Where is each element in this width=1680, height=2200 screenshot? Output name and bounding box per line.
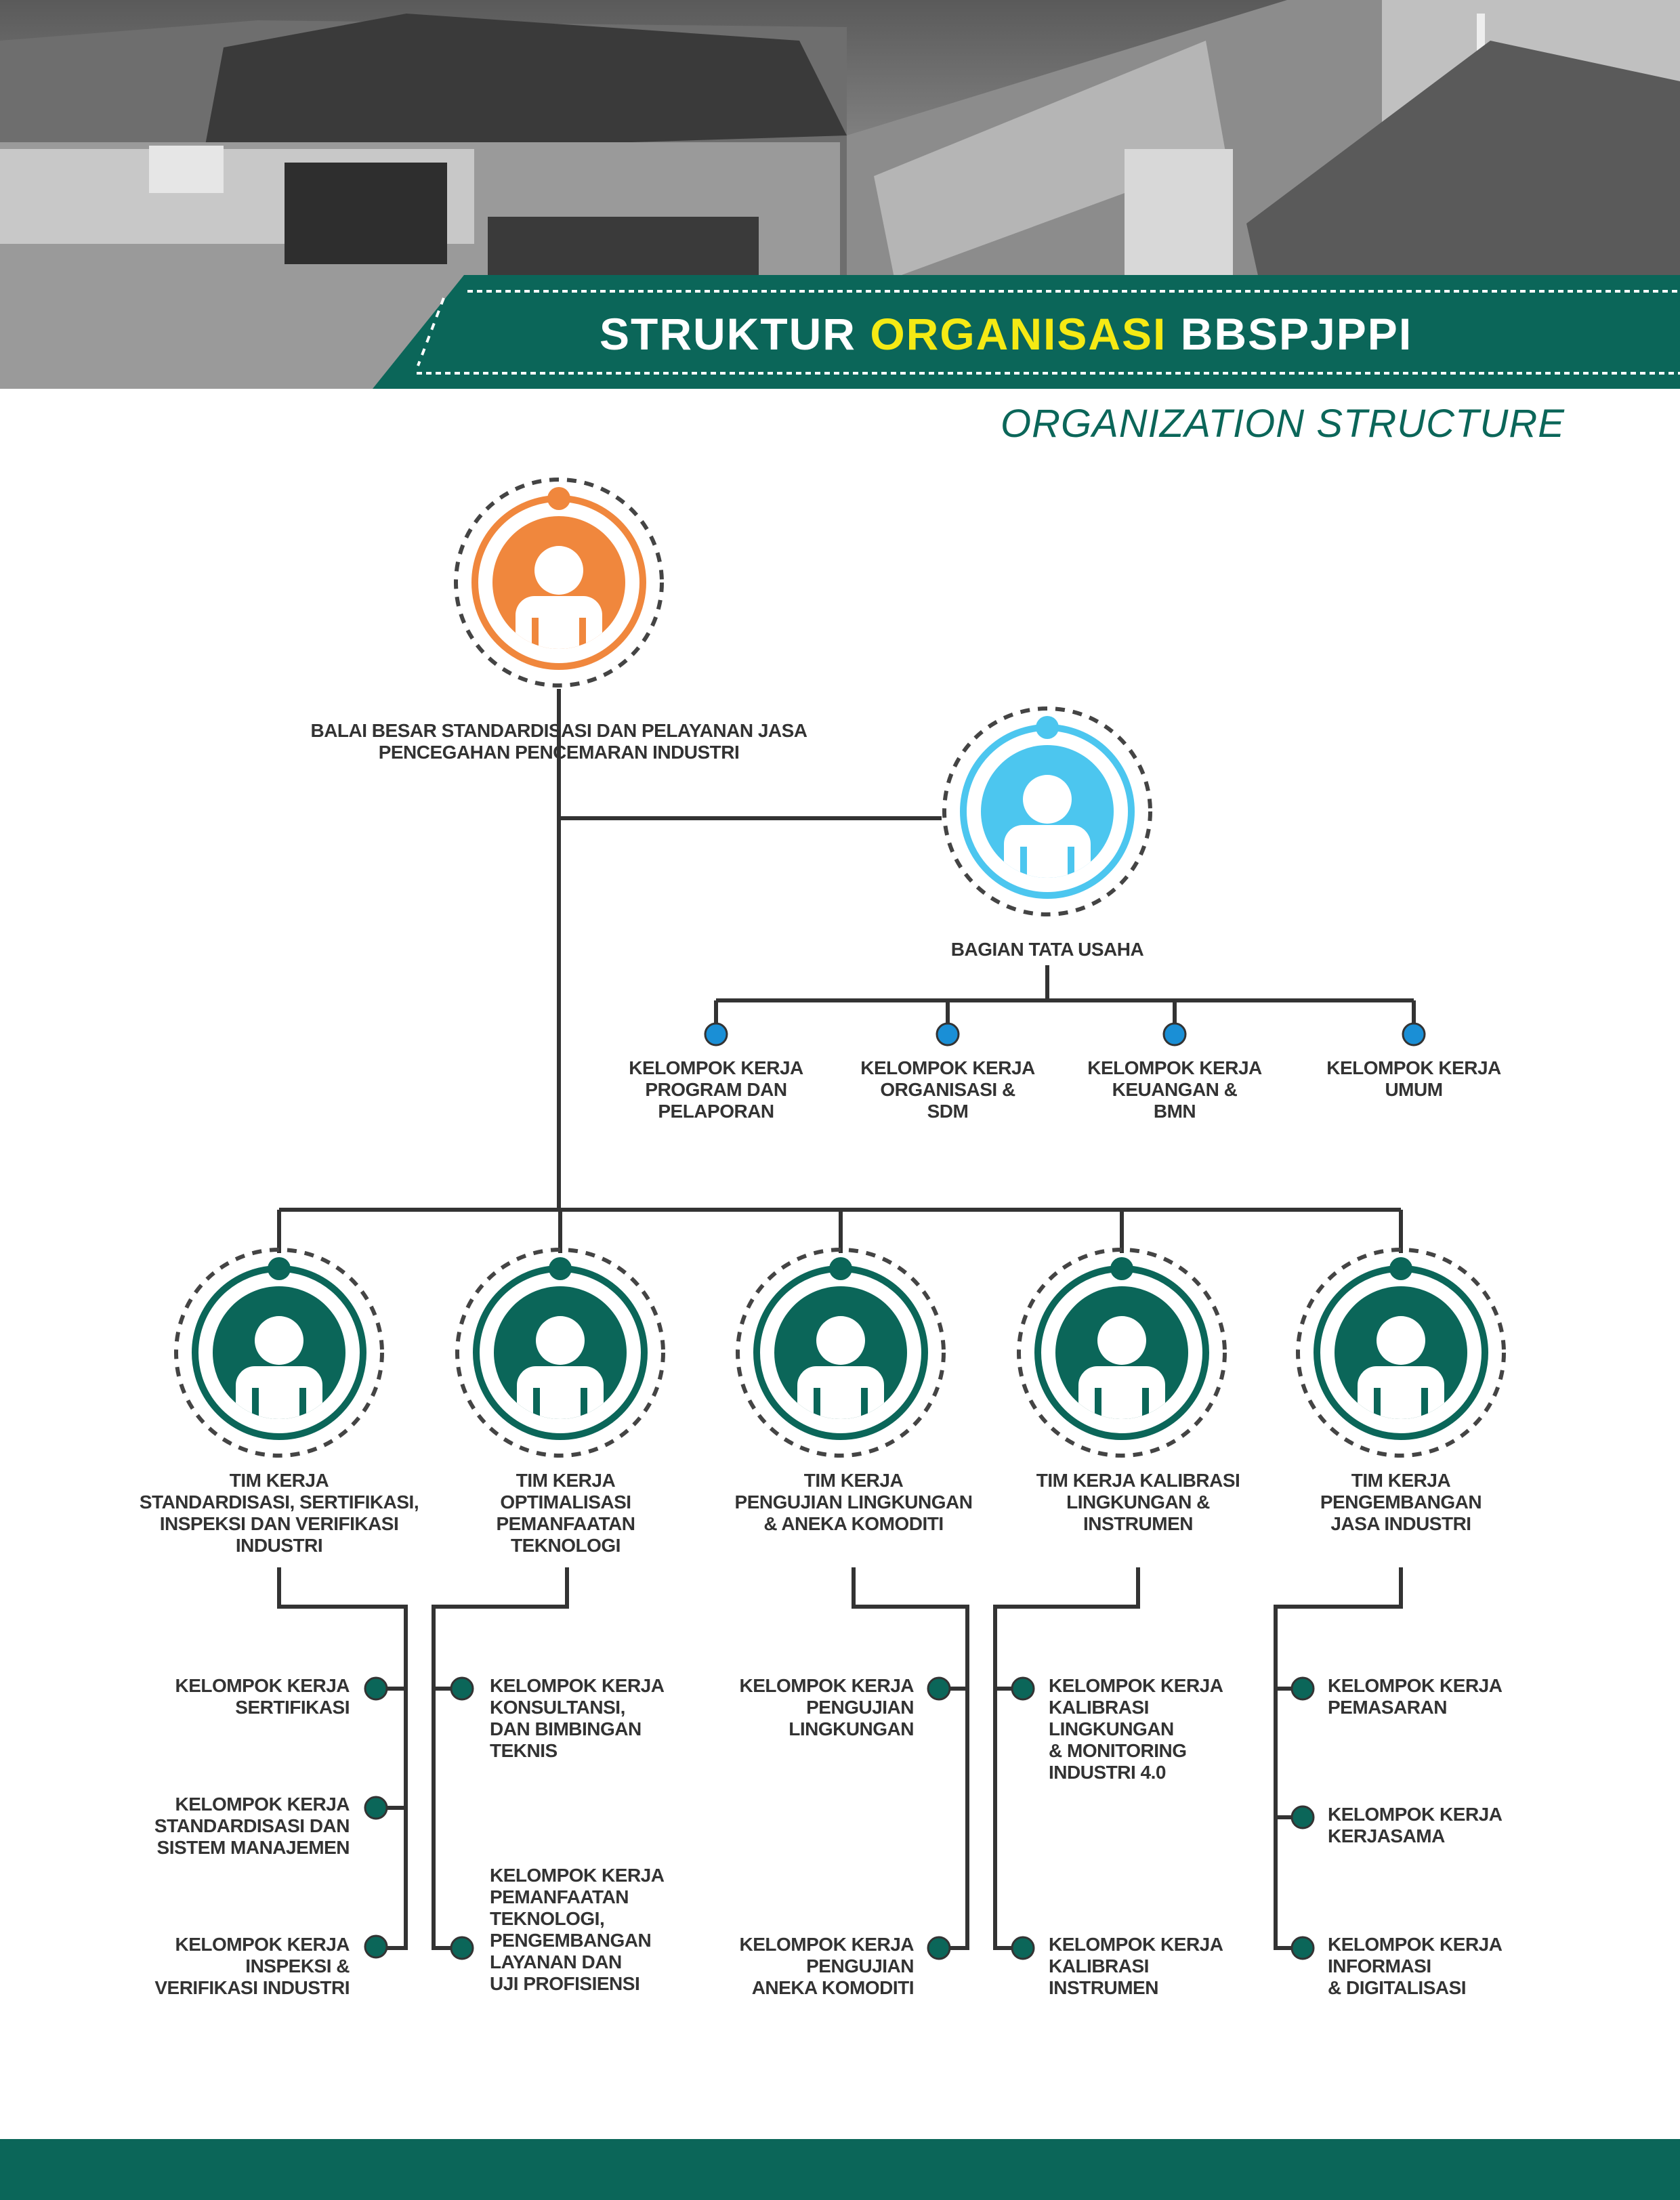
group-label: KELOMPOK KERJA SERTIFIKASI [175, 1675, 350, 1718]
team-node-avatar[interactable] [1293, 1244, 1509, 1461]
page-subtitle: ORGANIZATION STRUCTURE [1001, 402, 1565, 446]
footer-bar [0, 2139, 1680, 2200]
group-label: KELOMPOK KERJA PEMASARAN [1328, 1675, 1503, 1718]
team-node-avatar[interactable] [1013, 1244, 1230, 1461]
person-icon [942, 706, 1152, 916]
group-label: KELOMPOK KERJA INFORMASI & DIGITALISASI [1328, 1934, 1503, 1998]
title-text: STRUKTUR [600, 309, 870, 359]
group-label: KELOMPOK KERJA STANDARDISASI DAN SISTEM … [154, 1794, 350, 1858]
team3-bracket [852, 1567, 969, 1950]
team5-bracket [1274, 1567, 1403, 1950]
page-title: STRUKTUR ORGANISASI BBSPJPPI [600, 308, 1412, 360]
team-node-avatar[interactable] [171, 1244, 387, 1461]
person-icon [174, 1248, 384, 1458]
title-banner [373, 275, 1680, 389]
team-label: TIM KERJA KALIBRASI LINGKUNGAN & INSTRUM… [1036, 1470, 1240, 1534]
admin-group-label: KELOMPOK KERJA ORGANISASI & SDM [860, 1057, 1035, 1122]
person-icon [455, 1248, 665, 1458]
person-icon [1296, 1248, 1506, 1458]
head-node-avatar[interactable] [450, 474, 667, 691]
group-label: KELOMPOK KERJA PENGUJIAN ANEKA KOMODITI [739, 1934, 915, 1998]
team-label: TIM KERJA PENGEMBANGAN JASA INDUSTRI [1320, 1470, 1482, 1534]
admin-group-label: KELOMPOK KERJA KEUANGAN & BMN [1087, 1057, 1262, 1122]
head-label: BALAI BESAR STANDARDISASI DAN PELAYANAN … [310, 720, 807, 763]
admin-group-label: KELOMPOK KERJA PROGRAM DAN PELAPORAN [629, 1057, 803, 1122]
person-icon [454, 478, 664, 688]
team-label: TIM KERJA PENGUJIAN LINGKUNGAN & ANEKA K… [734, 1470, 973, 1534]
team-label: TIM KERJA STANDARDISASI, SERTIFIKASI, IN… [139, 1470, 419, 1556]
group-label: KELOMPOK KERJA KALIBRASI LINGKUNGAN & MO… [1049, 1675, 1223, 1783]
person-icon [736, 1248, 946, 1458]
group-label: KELOMPOK KERJA KONSULTANSI, DAN BIMBINGA… [490, 1675, 665, 1761]
team-node-avatar[interactable] [732, 1244, 949, 1461]
head-connector [557, 689, 942, 1210]
title-highlight: ORGANISASI [870, 309, 1167, 359]
team1-bracket [277, 1567, 408, 1950]
team-label: TIM KERJA OPTIMALISASI PEMANFAATAN TEKNO… [496, 1470, 635, 1556]
title-text-suffix: BBSPJPPI [1167, 309, 1413, 359]
group-label: KELOMPOK KERJA PEMANFAATAN TEKNOLOGI, PE… [490, 1865, 665, 1994]
group-label: KELOMPOK KERJA INSPEKSI & VERIFIKASI IND… [154, 1934, 350, 1998]
admin-connector [714, 965, 1416, 1030]
admin-label: BAGIAN TATA USAHA [950, 939, 1144, 960]
group-label: KELOMPOK KERJA KERJASAMA [1328, 1804, 1503, 1846]
person-icon [1017, 1248, 1227, 1458]
admin-node-avatar[interactable] [939, 703, 1156, 920]
group-label: KELOMPOK KERJA PENGUJIAN LINGKUNGAN [739, 1675, 915, 1739]
admin-group-label: KELOMPOK KERJA UMUM [1326, 1057, 1501, 1100]
group-label: KELOMPOK KERJA KALIBRASI INSTRUMEN [1049, 1934, 1223, 1998]
teams-connector [277, 1208, 1403, 1253]
team-node-avatar[interactable] [452, 1244, 669, 1461]
header-building-photo: STRUKTUR ORGANISASI BBSPJPPI [0, 0, 1680, 389]
